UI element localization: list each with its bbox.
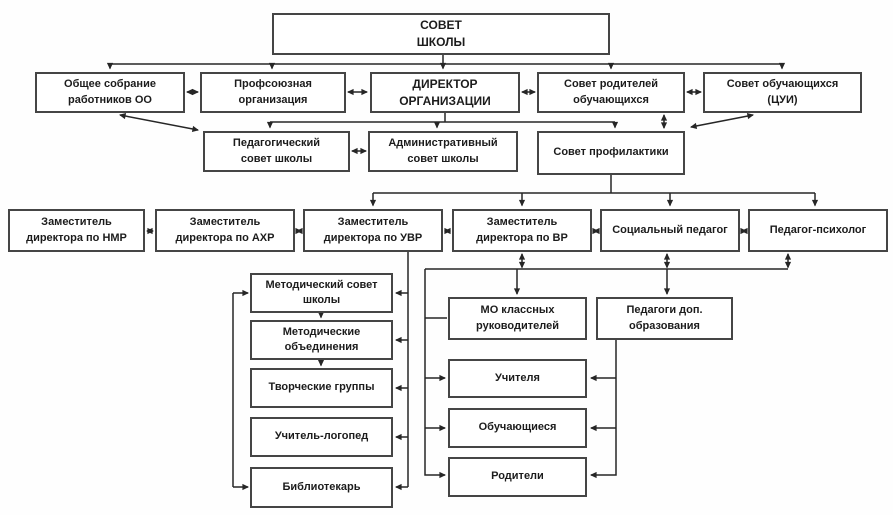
node-trade-union: Профсоюзная организация — [200, 72, 346, 113]
node-director: ДИРЕКТОР ОРГАНИЗАЦИИ — [370, 72, 520, 113]
node-deputy-vr: Заместитель директора по ВР — [452, 209, 592, 252]
node-general-meeting: Общее собрание работников ОО — [35, 72, 185, 113]
node-additional-education-teachers: Педагоги доп. образования — [596, 297, 733, 340]
node-methodical-associations: Методические объединения — [250, 320, 393, 360]
node-social-pedagogue: Социальный педагог — [600, 209, 740, 252]
node-administrative-council: Административный совет школы — [368, 131, 518, 172]
node-prevention-council: Совет профилактики — [537, 131, 685, 175]
node-librarian: Библиотекарь — [250, 467, 393, 508]
node-deputy-uvr: Заместитель директора по УВР — [303, 209, 443, 252]
node-students: Обучающиеся — [448, 408, 587, 448]
node-creative-groups: Творческие группы — [250, 368, 393, 408]
node-students-council: Совет обучающихся (ЦУИ) — [703, 72, 862, 113]
node-pedagogical-council: Педагогический совет школы — [203, 131, 350, 172]
node-class-teachers-mo: МО классных руководителей — [448, 297, 587, 340]
node-teachers: Учителя — [448, 359, 587, 398]
node-parents-council: Совет родителей обучающихся — [537, 72, 685, 113]
node-methodical-council: Методический совет школы — [250, 273, 393, 313]
node-school-council: СОВЕТ ШКОЛЫ — [272, 13, 610, 55]
node-psychologist: Педагог-психолог — [748, 209, 888, 252]
node-parents: Родители — [448, 457, 587, 497]
node-deputy-ahr: Заместитель директора по АХР — [155, 209, 295, 252]
node-speech-therapist: Учитель-логопед — [250, 417, 393, 457]
node-deputy-nmr: Заместитель директора по НМР — [8, 209, 145, 252]
